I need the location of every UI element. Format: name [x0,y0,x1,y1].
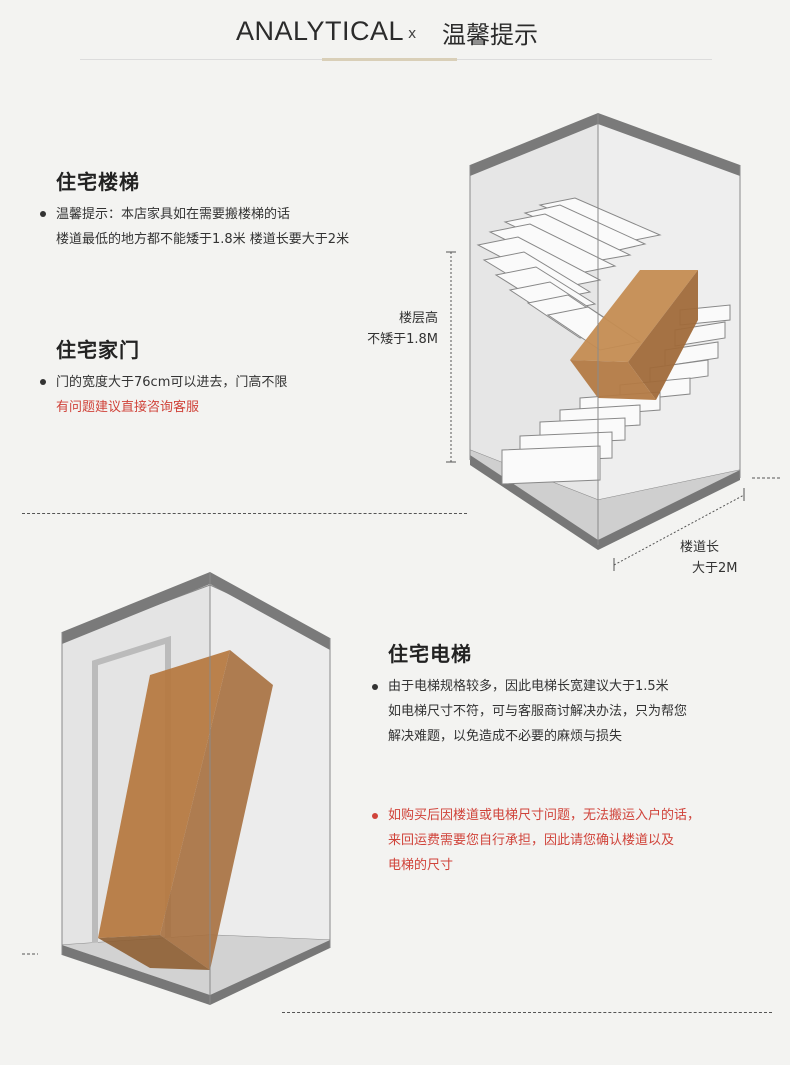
door-heading: 住宅家门 [56,338,140,362]
door-note: 有问题建议直接咨询客服 [56,400,200,415]
warning-bullet-icon [372,813,378,819]
stairs-line-1: 温馨提示：本店家具如在需要搬楼梯的话 [56,207,291,222]
bullet-icon [40,379,46,385]
stairs-line-2: 楼道最低的地方都不能矮于1.8米 楼道长要大于2米 [56,232,350,247]
section-divider [22,513,467,514]
stairs-heading: 住宅楼梯 [56,170,140,194]
elevator-heading: 住宅电梯 [388,642,472,666]
bottom-divider [282,1012,772,1013]
header-title-en: ANALYTICAL [236,16,405,46]
stairs-height-label-2: 不矮于1.8M [367,332,438,347]
warning-line-1: 如购买后因楼道或电梯尺寸问题，无法搬运入户的话， [388,808,701,823]
elevator-line-2: 如电梯尺寸不符，可与客服商讨解决办法，只为帮您 [388,704,688,719]
warning-line-2: 来回运费需要您自行承担，因此请您确认楼道以及 [388,833,675,848]
bullet-icon [372,684,378,690]
stairwell-illustration [446,113,780,571]
header-title-cn: 温馨提示 [442,21,538,49]
header-accent-bar [322,58,457,61]
stairs-length-label-1: 楼道长 [680,540,720,555]
warning-line-3: 电梯的尺寸 [388,858,454,873]
stairs-height-label-1: 楼层高 [398,311,438,326]
elevator-line-3: 解决难题，以免造成不必要的麻烦与损失 [388,729,623,744]
door-line: 门的宽度大于76cm可以进去，门高不限 [56,375,288,390]
stairs-length-label-2: 大于2M [692,561,738,576]
elevator-illustration [22,572,331,1005]
elevator-line-1: 由于电梯规格较多，因此电梯长宽建议大于1.5米 [388,679,669,694]
bullet-icon [40,211,46,217]
header-separator: x [408,26,417,42]
